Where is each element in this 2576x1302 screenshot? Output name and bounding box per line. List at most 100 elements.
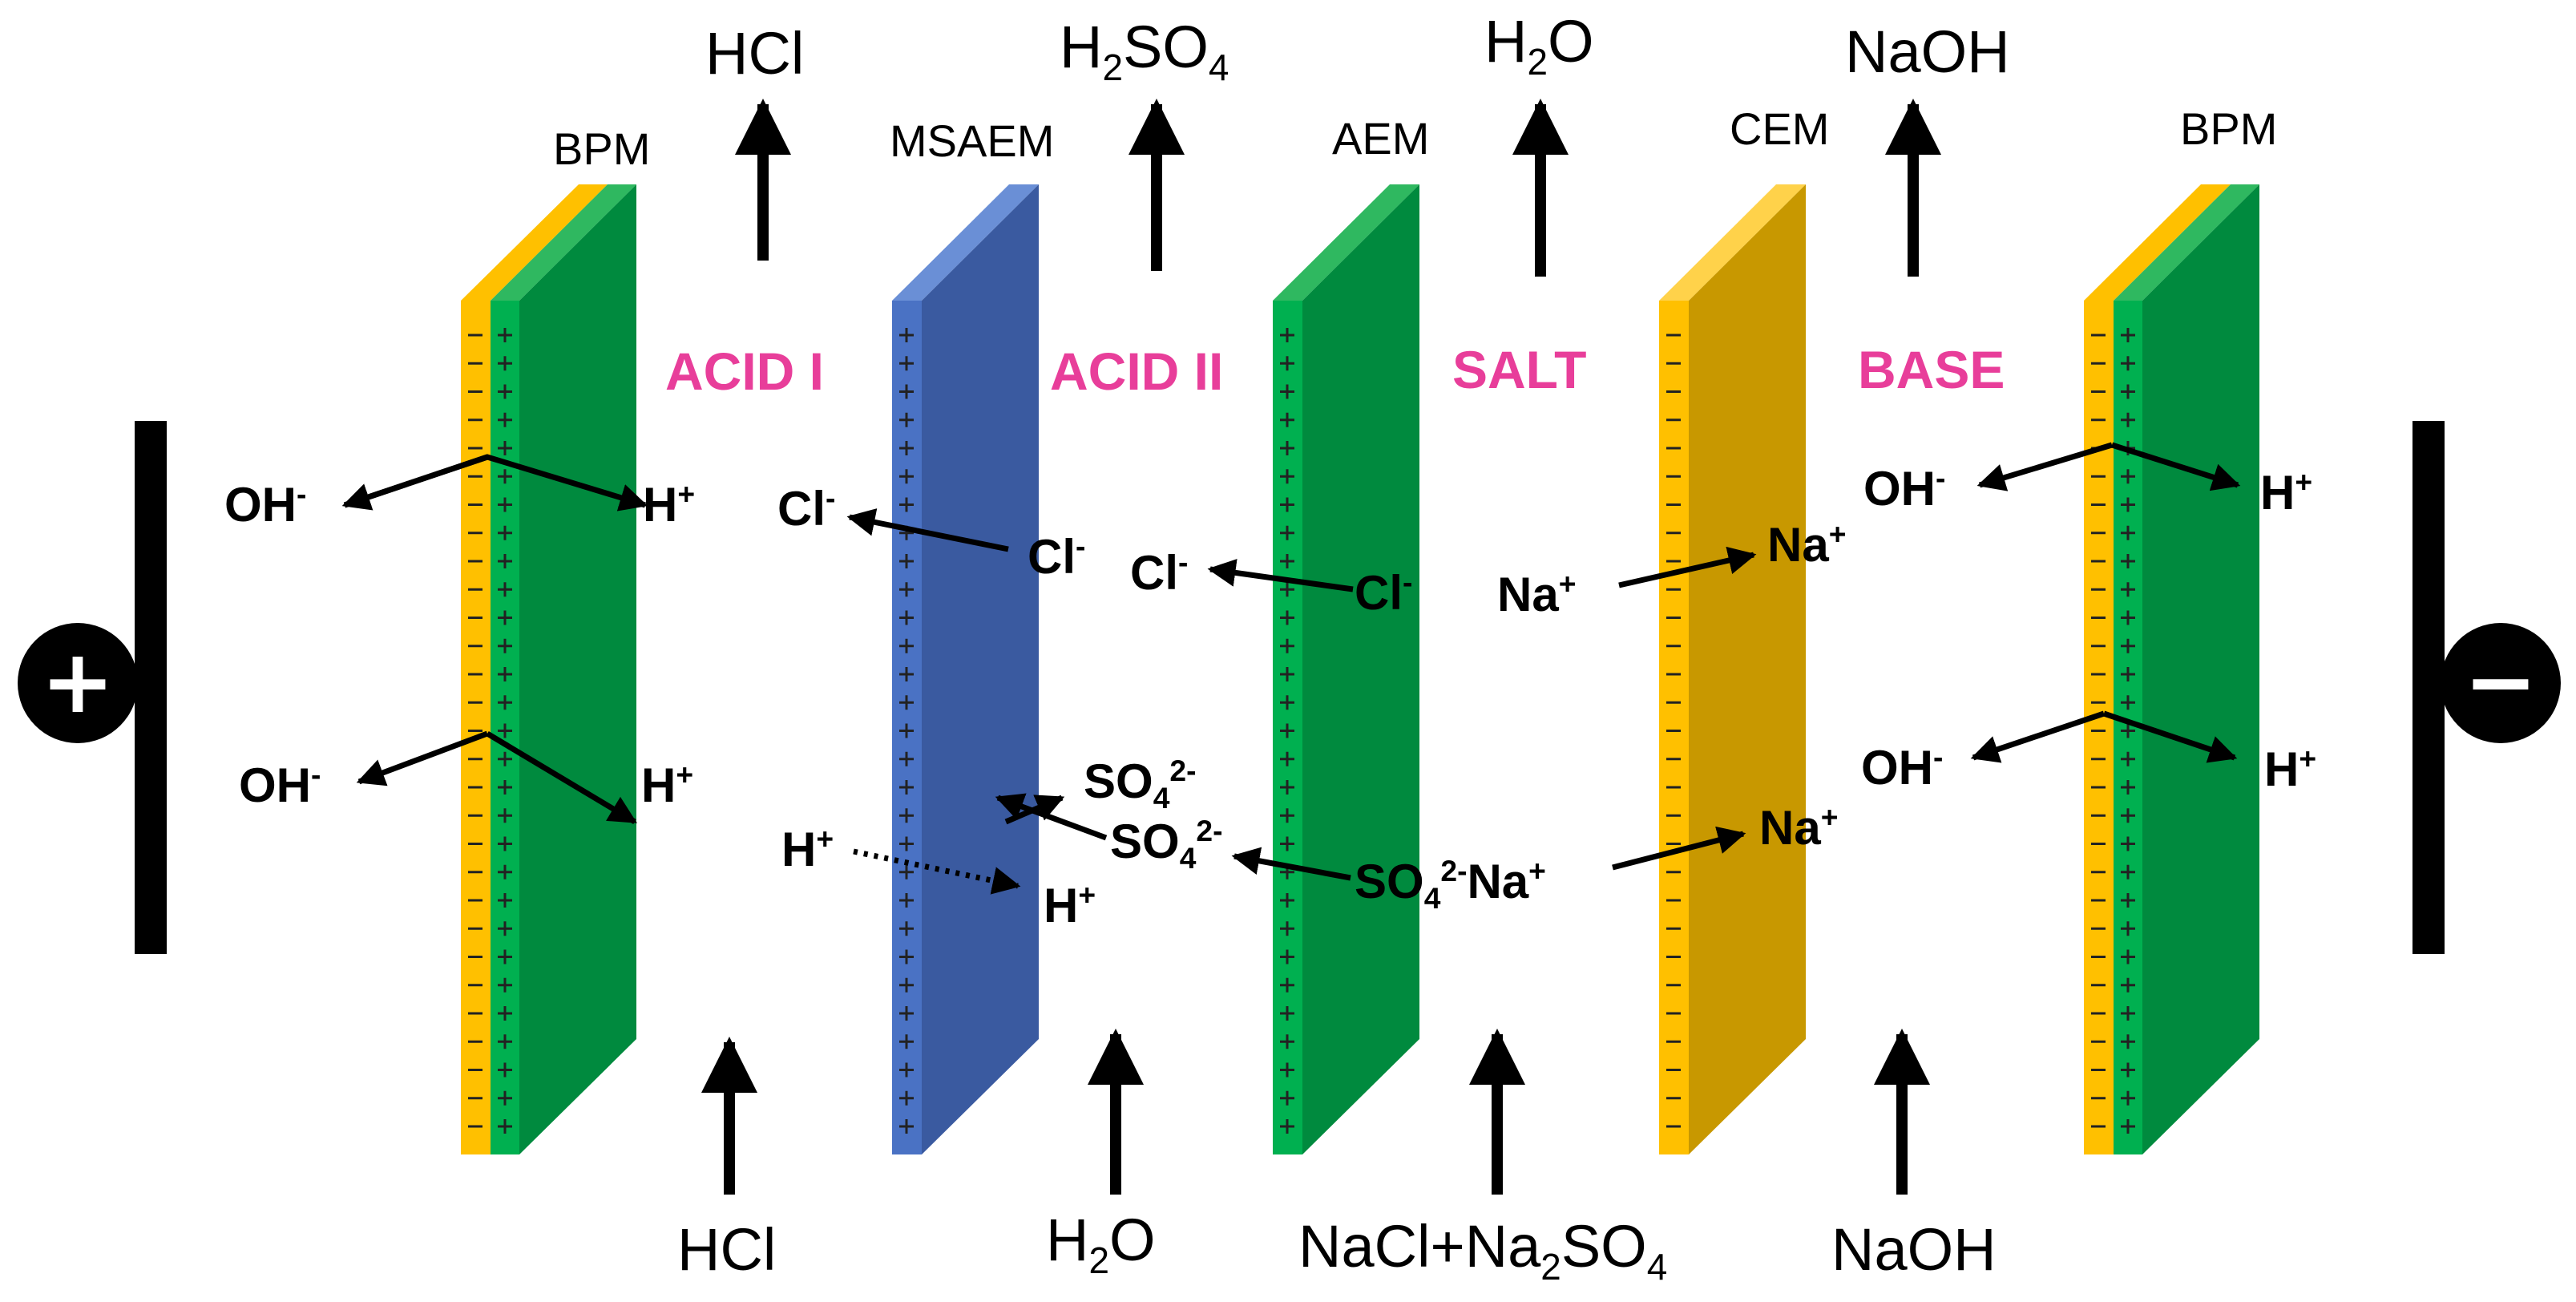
ion-h-right-upper: H+ [2260,467,2312,517]
ion-h-right-lower-base: H [2264,742,2299,796]
ion-na-base-lower-charge: + [1820,800,1839,834]
output-acid2-h: H [1060,14,1103,80]
cem-top-edge [1659,184,1806,301]
cem-charge-marks [1666,334,1681,1128]
ion-cl-acid2-right: Cl- [1028,530,1085,584]
output-acid2: H2SO4 [1060,18,1229,86]
output-acid1: HCl [705,20,805,87]
bpm-right-anion-layer [2084,301,2114,1154]
ion-h-right-lower-charge: + [2299,742,2317,775]
ion-so4-acid2-upper-sub: 4 [1153,781,1170,815]
ion-so4-acid2-lower-sub: 4 [1179,841,1197,875]
bpm-right-h-upper [2110,442,2241,491]
bpm-right-side [2142,184,2259,1154]
ion-so4-acid2-lower-charge: 2- [1196,814,1223,847]
compartment-base: BASE [1858,340,2005,399]
msaem-charge-marks [899,328,914,1134]
ion-oh-right-lower-base: OH [1861,741,1933,795]
cathode-sign: − [2441,623,2561,743]
bpm-right-top-edge [2084,184,2231,301]
bpm-left-anion-layer [461,301,491,1154]
bpm-right-charge-marks [2091,328,2135,1134]
anode-plate [135,421,167,954]
ion-so4-na-salt-sub: 4 [1423,881,1441,915]
ion-cl-acid2-right-charge: - [1076,529,1086,563]
aem-top-edge [1273,184,1419,301]
ion-cl-acid1: Cl- [777,483,835,533]
label-cem: CEM [1730,103,1830,154]
output-salt-sub1: 2 [1527,40,1548,83]
ion-h-right-lower: H+ [2264,743,2316,794]
cl-aem-arrow [1207,559,1354,592]
ion-h-acid2-leak-charge: + [1078,878,1096,912]
ion-cl-acid2-right-base: Cl [1028,530,1076,584]
bpm-right-top-edge-green [2114,184,2259,301]
label-msaem: MSAEM [890,115,1055,166]
input-salt-sub1: 2 [1540,1245,1561,1288]
bpm-left-oh-upper [341,454,489,511]
ion-oh-left-lower: OH- [239,759,321,810]
ion-so4-acid2-upper-base: SO [1084,754,1153,808]
label-aem: AEM [1332,113,1430,164]
ion-oh-right-upper: OH- [1863,462,1945,516]
flow-arrows [701,99,1941,1195]
msaem-top-edge [892,184,1039,301]
cl-msaem-arrow [846,508,1009,552]
ion-cl-acid1-charge: - [826,481,836,515]
msaem-membrane [892,184,1039,1154]
ion-h-left-upper-charge: + [677,477,696,511]
bpm-left-top-edge-green [491,184,636,301]
ion-na-base-upper: Na+ [1767,518,1846,572]
ion-h-left-upper-base: H [643,478,678,532]
ion-so4-acid2-lower: SO42- [1110,815,1222,872]
ion-so4-acid2-lower-base: SO [1110,815,1180,868]
cathode-plate [2412,421,2445,954]
ion-h-acid2-leak-base: H [1044,879,1079,932]
bpm-left-h-lower [486,730,638,825]
bpm-left-membrane [461,184,636,1154]
input-acid2: H2O [1046,1211,1156,1279]
output-salt: H2O [1484,12,1594,80]
ion-so4-na-salt: SO42-Na+ [1355,855,1546,912]
ion-na-base-upper-base: Na [1767,518,1829,572]
bpm-right-oh-lower [1970,710,2106,763]
output-salt-o: O [1547,8,1594,75]
ion-cl-acid2-left: Cl- [1130,547,1188,597]
label-bpm-right: BPM [2180,103,2278,154]
bpm-left-oh-lower [356,730,489,786]
ion-arrows [341,442,2241,895]
h-leak-arrow [853,848,1021,895]
msaem-side [922,184,1039,1154]
ion-oh-left-upper-charge: - [297,477,307,511]
input-salt-a: NaCl+Na [1298,1213,1541,1280]
ion-so4-na-salt-tail-charge: + [1528,854,1546,888]
input-salt-sub2: 4 [1646,1245,1668,1288]
compartment-salt: SALT [1452,340,1587,399]
ion-so4-acid2-upper: SO42- [1084,755,1196,812]
bpm-right-h-lower [2102,710,2238,763]
ion-na-salt-upper: Na+ [1497,568,1576,621]
input-salt: NaCl+Na2SO4 [1298,1217,1667,1285]
input-acid2-h: H [1046,1207,1089,1273]
ion-so4-acid2-upper-charge: 2- [1169,754,1197,787]
output-base: NaOH [1845,18,2010,85]
ion-h-left-lower-base: H [641,758,676,812]
so4-aem-arrow [1231,847,1351,881]
bpm-right-membrane [2084,184,2259,1154]
ion-oh-left-lower-base: OH [239,758,311,812]
input-acid2-sub1: 2 [1088,1239,1109,1281]
output-acid2-sub1: 2 [1102,46,1123,88]
ion-oh-right-upper-base: OH [1863,462,1936,516]
ion-na-salt-upper-base: Na [1497,568,1559,621]
bpm-right-oh-upper [1976,442,2114,491]
ion-cl-acid2-left-charge: - [1178,545,1189,579]
input-acid2-o: O [1108,1207,1156,1273]
aem-membrane [1273,184,1419,1154]
ion-h-right-upper-charge: + [2295,465,2313,499]
compartment-acid1: ACID I [665,342,824,401]
so4-bounce-arrow [1004,795,1065,825]
bpm-left-charge-marks [468,328,512,1134]
ion-h-acid1-leak: H+ [781,823,834,874]
ion-oh-left-lower-charge: - [311,758,321,791]
